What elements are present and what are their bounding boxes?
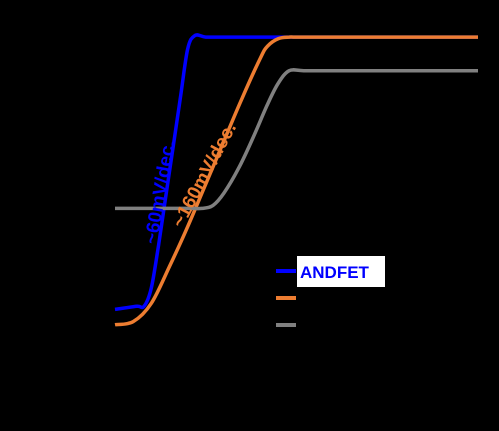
legend-label-box [297, 256, 385, 287]
legend: ANDFET [276, 256, 385, 327]
series-line-gray [115, 68, 478, 211]
series-line-orange [114, 35, 478, 327]
plot-lines [114, 33, 478, 327]
legend-label-andfet: ANDFET [300, 263, 370, 282]
